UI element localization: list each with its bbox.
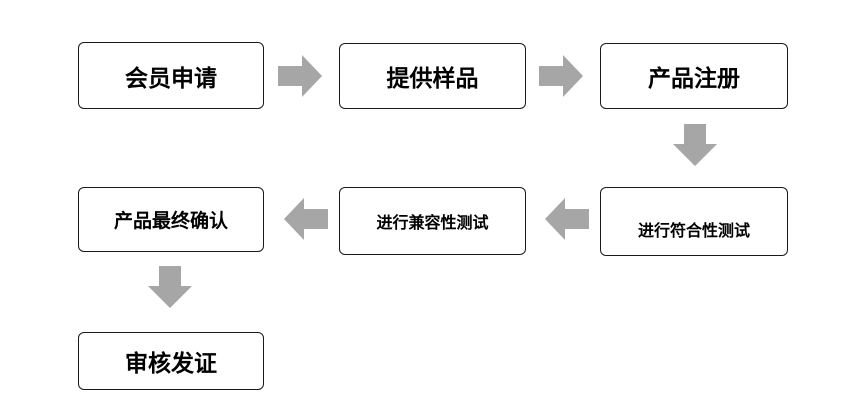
arrow-right-icon bbox=[278, 55, 322, 97]
step-final-product-confirmation: 产品最终确认 bbox=[78, 187, 264, 252]
arrow-right-icon bbox=[539, 55, 583, 97]
arrow-down-icon bbox=[673, 124, 717, 166]
step-member-application: 会员申请 bbox=[78, 42, 264, 109]
arrow-left-icon bbox=[545, 198, 589, 240]
step-compatibility-testing: 进行兼容性测试 bbox=[339, 187, 526, 255]
arrow-down-icon bbox=[148, 266, 192, 308]
step-review-and-certification: 审核发证 bbox=[78, 332, 264, 390]
step-product-registration: 产品注册 bbox=[600, 43, 788, 109]
step-conformance-testing: 进行符合性测试 bbox=[600, 187, 788, 256]
arrow-left-icon bbox=[284, 198, 328, 240]
step-provide-samples: 提供样品 bbox=[339, 43, 526, 109]
